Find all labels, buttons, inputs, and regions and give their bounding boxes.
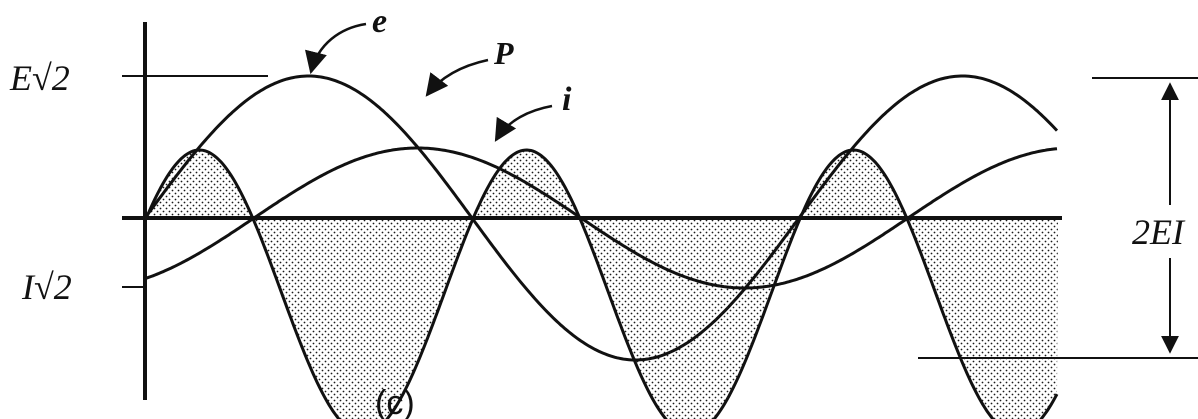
figure-caption: (c) [375,384,415,419]
power-label: P [493,35,514,71]
voltage-pointer-arrow [305,22,367,75]
power-pointer-arrow [425,58,489,97]
power-span-label: 2EI [1132,212,1186,252]
i-peak-label: I√2 [21,267,72,307]
e-peak-label: E√2 [9,58,70,98]
voltage-curve [143,74,1059,362]
current-pointer-arrow [494,104,553,142]
power-curve [143,148,1059,419]
voltage-label: e [372,3,387,40]
current-label: i [562,81,572,118]
power-shaded-area [145,150,1058,419]
current-curve [144,146,1058,290]
